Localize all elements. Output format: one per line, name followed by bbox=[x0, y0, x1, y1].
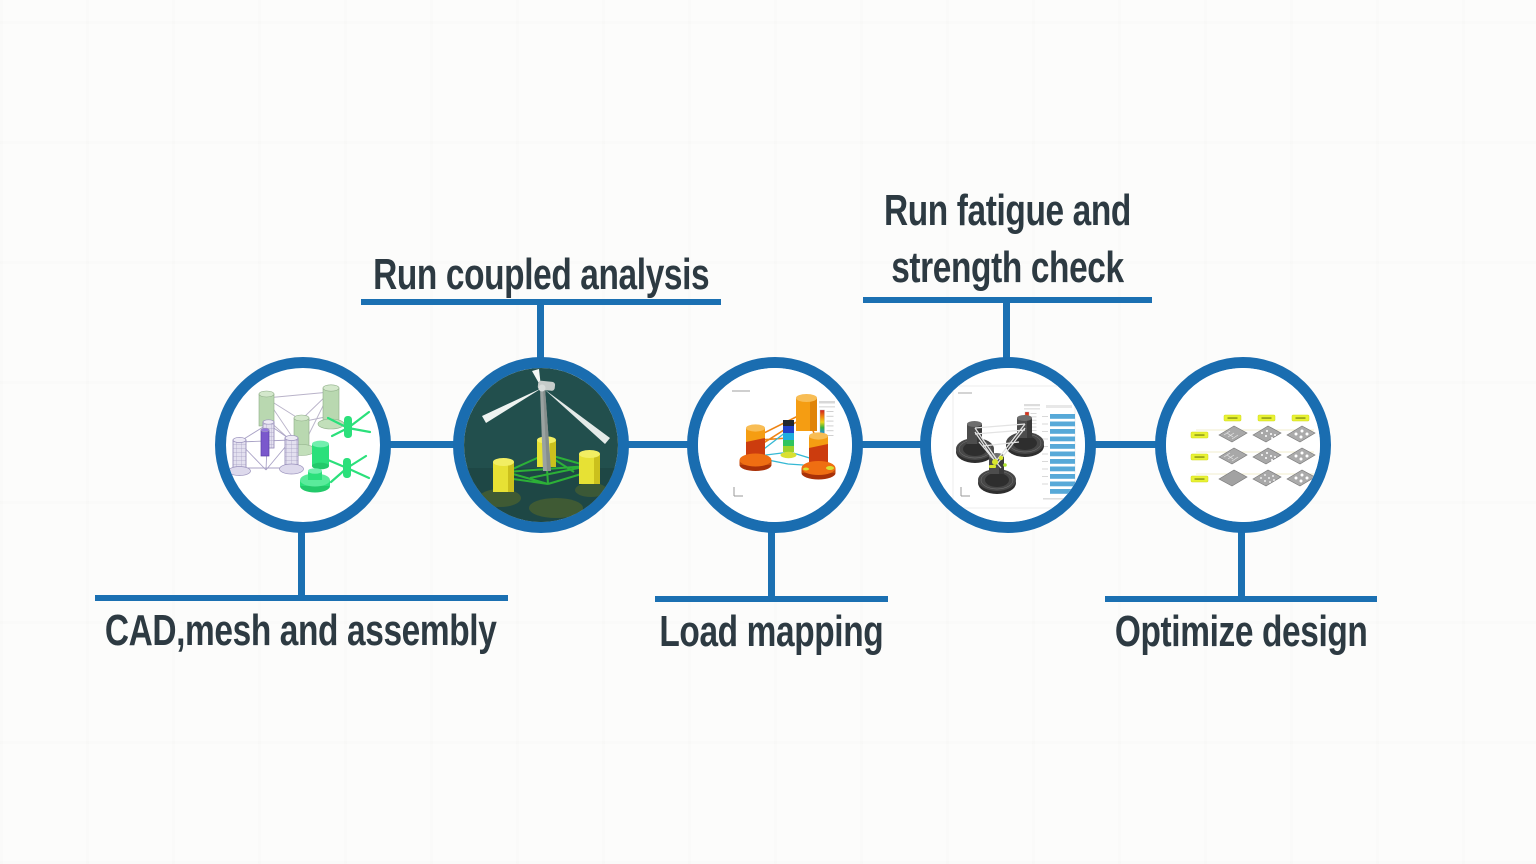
connector-step1-step2 bbox=[388, 441, 456, 448]
fatigue-results-image bbox=[931, 368, 1085, 522]
step-circle-cad-mesh-assembly bbox=[215, 357, 391, 533]
step-label-run-coupled-analysis: Run coupled analysis bbox=[281, 246, 801, 303]
step-label-run-fatigue-strength-check: Run fatigue and strength check bbox=[747, 182, 1267, 296]
step-circle-run-coupled-analysis bbox=[453, 357, 629, 533]
step-label-optimize-design: Optimize design bbox=[981, 603, 1501, 660]
step-label-text: Load mapping bbox=[659, 607, 883, 656]
step-label-text: Optimize design bbox=[1114, 607, 1368, 656]
callout-line-step4-horizontal bbox=[863, 297, 1152, 303]
step-label-load-mapping: Load mapping bbox=[511, 603, 1031, 660]
connector-step4-step5 bbox=[1093, 441, 1157, 448]
callout-line-step5-horizontal bbox=[1105, 596, 1377, 602]
floating-wind-turbine-image bbox=[464, 368, 618, 522]
callout-line-step1-vertical bbox=[298, 530, 305, 596]
callout-line-step2-vertical bbox=[537, 304, 544, 359]
callout-line-step3-horizontal bbox=[655, 596, 888, 602]
callout-line-step5-vertical bbox=[1238, 530, 1245, 597]
step-label-text: Run coupled analysis bbox=[372, 250, 710, 299]
step-circle-load-mapping bbox=[687, 357, 863, 533]
design-variants-grid-image bbox=[1166, 368, 1320, 522]
cad-mesh-models-image bbox=[228, 384, 372, 493]
step-label-cad-mesh-assembly: CAD,mesh and assembly bbox=[41, 602, 561, 659]
fea-load-contour-image bbox=[698, 368, 852, 522]
callout-line-step3-vertical bbox=[768, 530, 775, 597]
step-circle-optimize-design bbox=[1155, 357, 1331, 533]
step-label-text: Run fatigue and strength check bbox=[883, 186, 1131, 293]
callout-line-step1-horizontal bbox=[95, 595, 508, 601]
connector-step2-step3 bbox=[626, 441, 690, 448]
connector-step3-step4 bbox=[860, 441, 922, 448]
callout-line-step2-horizontal bbox=[361, 299, 721, 305]
step-label-text: CAD,mesh and assembly bbox=[105, 606, 497, 655]
callout-line-step4-vertical bbox=[1003, 302, 1010, 359]
step-circle-run-fatigue-strength-check bbox=[920, 357, 1096, 533]
